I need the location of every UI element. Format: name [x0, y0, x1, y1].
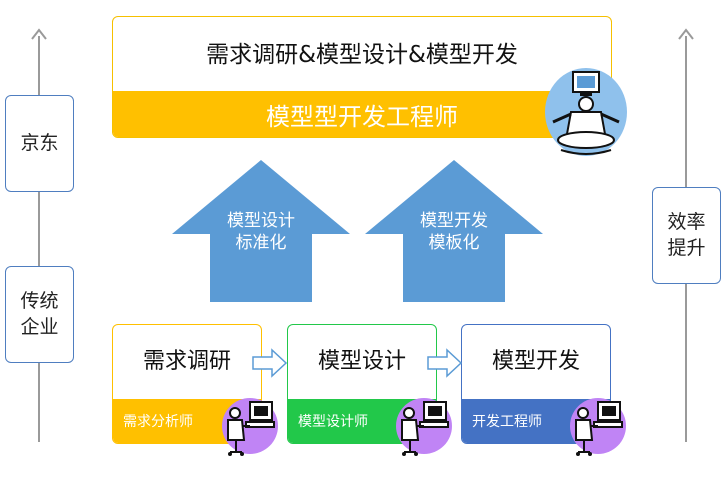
integrated-role-band: 模型型开发工程师 [113, 91, 611, 137]
standardization-arrow: 模型设计 标准化 [172, 160, 350, 302]
engineer-at-computer-icon [222, 398, 278, 456]
level-label-jd: 京东 [5, 95, 74, 192]
right-arrow-icon [427, 348, 463, 378]
left-axis-line [38, 36, 40, 442]
integrated-role-box: 需求调研&模型设计&模型开发 模型型开发工程师 [112, 16, 612, 138]
stage-development-role: 开发工程师 [472, 414, 542, 430]
stage-requirements: 需求调研 需求分析师 [112, 324, 262, 444]
level-label-traditional-line1: 传统 [20, 289, 59, 312]
left-axis-arrowhead-icon [31, 28, 47, 40]
templating-arrow: 模型开发 模板化 [365, 160, 543, 302]
integrated-role-name: 模型型开发工程师 [266, 102, 458, 131]
meditating-programmer-icon [545, 68, 627, 156]
engineer-at-computer-icon [396, 398, 452, 456]
stage-development-title: 模型开发 [491, 349, 580, 374]
templating-arrow-line1: 模型开发 [420, 211, 488, 231]
stage-requirements-title: 需求调研 [142, 349, 231, 374]
efficiency-label-line1: 效率 [667, 210, 706, 233]
integrated-role-title: 需求调研&模型设计&模型开发 [206, 42, 518, 68]
templating-arrow-line2: 模板化 [429, 233, 480, 253]
level-label-jd-text: 京东 [20, 131, 59, 154]
stage-design-title: 模型设计 [317, 349, 406, 374]
efficiency-label: 效率 提升 [652, 187, 721, 284]
standardization-arrow-line1: 模型设计 [227, 211, 295, 231]
stage-requirements-role: 需求分析师 [123, 414, 193, 430]
engineer-at-computer-icon [570, 398, 626, 456]
standardization-arrow-line2: 标准化 [236, 233, 287, 253]
right-axis-arrowhead-icon [678, 28, 694, 40]
right-arrow-icon [252, 348, 288, 378]
efficiency-label-line2: 提升 [667, 236, 706, 259]
level-label-traditional: 传统 企业 [5, 266, 74, 363]
level-label-traditional-line2: 企业 [20, 315, 59, 338]
stage-design-role: 模型设计师 [298, 414, 368, 430]
